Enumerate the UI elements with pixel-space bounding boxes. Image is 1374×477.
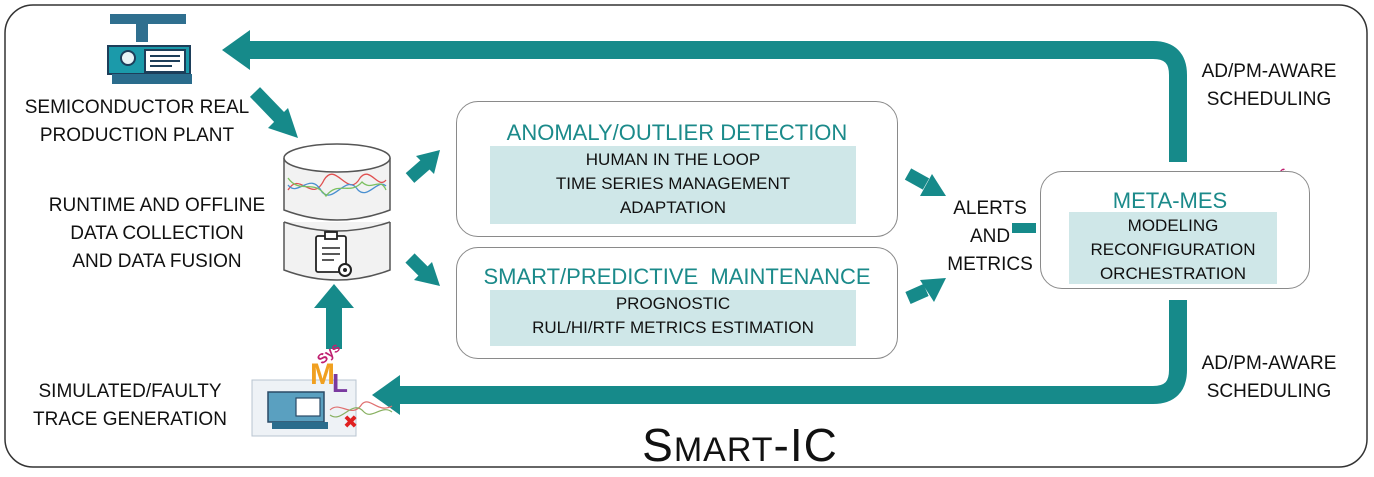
anomaly-to-alerts-arrowhead: [920, 174, 946, 196]
data-collection-line1: RUNTIME AND OFFLINE: [48, 195, 266, 216]
svg-text:L: L: [332, 368, 348, 398]
alerts-line1: ALERTS: [953, 198, 1027, 219]
data-collection-label: RUNTIME AND OFFLINE DATA COLLECTION AND …: [26, 192, 288, 276]
simulation-to-data-shaft: [326, 305, 342, 349]
anomaly-title: ANOMALY/OUTLIER DETECTION: [506, 120, 848, 145]
anomaly-item: HUMAN IN THE LOOP: [585, 150, 761, 169]
simulation-machine-icon: ✖: [251, 379, 393, 437]
plant-label-line1: SEMICONDUCTOR REAL: [24, 97, 250, 118]
anomaly-panel: HUMAN IN THE LOOP TIME SERIES MANAGEMENT…: [490, 146, 856, 224]
maintenance-panel: PROGNOSTIC RUL/HI/RTF METRICS ESTIMATION: [490, 290, 856, 346]
plant-label-line2: PRODUCTION PLANT: [39, 125, 235, 146]
meta-mes-item: MODELING: [1127, 216, 1219, 235]
fault-x-icon: ✖: [343, 412, 358, 433]
scheduling-top-line1: AD/PM-AWARE: [1201, 61, 1337, 82]
maintenance-to-alerts-arrowhead: [920, 278, 946, 302]
scheduling-top-label: AD/PM-AWARE SCHEDULING: [1184, 58, 1354, 114]
alerts-line3: METRICS: [947, 254, 1033, 275]
simulation-to-data-arrowhead: [314, 284, 354, 308]
bottom-feedback-arrow: [395, 300, 1187, 404]
anomaly-detection-box: ANOMALY/OUTLIER DETECTION HUMAN IN THE L…: [456, 101, 898, 237]
simulation-line1: SIMULATED/FAULTY: [38, 381, 222, 402]
meta-mes-item: ORCHESTRATION: [1099, 264, 1247, 283]
simulation-label: SIMULATED/FAULTY TRACE GENERATION: [8, 378, 252, 434]
scheduling-bottom-line2: SCHEDULING: [1206, 381, 1332, 402]
data-collection-line2: DATA COLLECTION: [70, 223, 244, 244]
title-suffix: -IC: [773, 419, 838, 471]
svg-text:M: M: [310, 358, 335, 391]
diagram-title: SMART-IC: [560, 418, 920, 477]
sysml-logo-left: M L Sys: [310, 339, 348, 398]
scheduling-top-line2: SCHEDULING: [1206, 89, 1332, 110]
production-machine-icon: [107, 14, 192, 84]
outer-frame: [4, 4, 1368, 468]
clipboard-gear-icon: [315, 231, 352, 277]
data-to-maintenance-arrow: [405, 253, 429, 277]
data-collection-line3: AND DATA FUSION: [72, 251, 242, 272]
top-feedback-arrowhead: [222, 30, 250, 70]
anomaly-item: TIME SERIES MANAGEMENT: [555, 174, 791, 193]
title-smallcaps: MART: [673, 431, 774, 469]
meta-mes-box: META-MES MODELING RECONFIGURATION ORCHES…: [1040, 171, 1310, 289]
anomaly-item: ADAPTATION: [619, 198, 727, 217]
anomaly-to-alerts-arrow: [904, 168, 930, 190]
alerts-line2: AND: [969, 226, 1011, 247]
title-initial: S: [642, 419, 674, 471]
plant-to-data-arrowhead: [268, 108, 298, 138]
maintenance-title: SMART/PREDICTIVE MAINTENANCE: [483, 264, 871, 289]
plant-to-data-arrow: [249, 87, 288, 125]
meta-mes-title: META-MES: [1112, 188, 1228, 213]
predictive-maintenance-box: SMART/PREDICTIVE MAINTENANCE PROGNOSTIC …: [456, 247, 898, 359]
data-to-anomaly-arrow: [405, 159, 431, 183]
bottom-feedback-arrowhead: [372, 375, 400, 415]
scheduling-bottom-label: AD/PM-AWARE SCHEDULING: [1184, 350, 1354, 406]
simulation-line2: TRACE GENERATION: [33, 409, 227, 430]
maintenance-to-alerts-arrow: [905, 284, 929, 304]
top-feedback-arrow: [240, 41, 1187, 162]
meta-mes-item: RECONFIGURATION: [1090, 240, 1256, 259]
alerts-label: ALERTS AND METRICS: [940, 195, 1040, 279]
scheduling-bottom-line1: AD/PM-AWARE: [1201, 353, 1337, 374]
meta-mes-panel: MODELING RECONFIGURATION ORCHESTRATION: [1069, 212, 1277, 284]
data-to-anomaly-arrowhead: [416, 150, 440, 174]
maintenance-item: RUL/HI/RTF METRICS ESTIMATION: [532, 318, 814, 337]
maintenance-item: PROGNOSTIC: [615, 294, 731, 313]
data-to-maintenance-arrowhead: [414, 262, 440, 286]
plant-label: SEMICONDUCTOR REAL PRODUCTION PLANT: [6, 94, 268, 150]
